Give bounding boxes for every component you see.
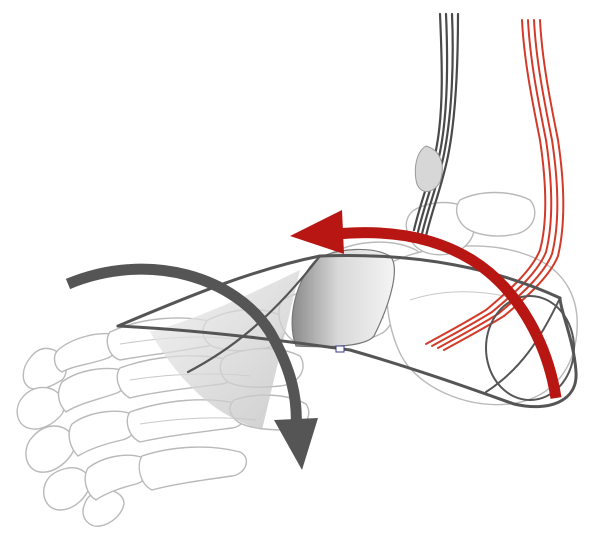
toe-bone-3	[26, 426, 75, 472]
toe-bone-2	[17, 387, 64, 429]
foot-bones	[17, 193, 577, 527]
axis-marker	[336, 346, 344, 352]
tendon-sheath	[415, 146, 442, 192]
toe-bone-4	[44, 468, 91, 510]
